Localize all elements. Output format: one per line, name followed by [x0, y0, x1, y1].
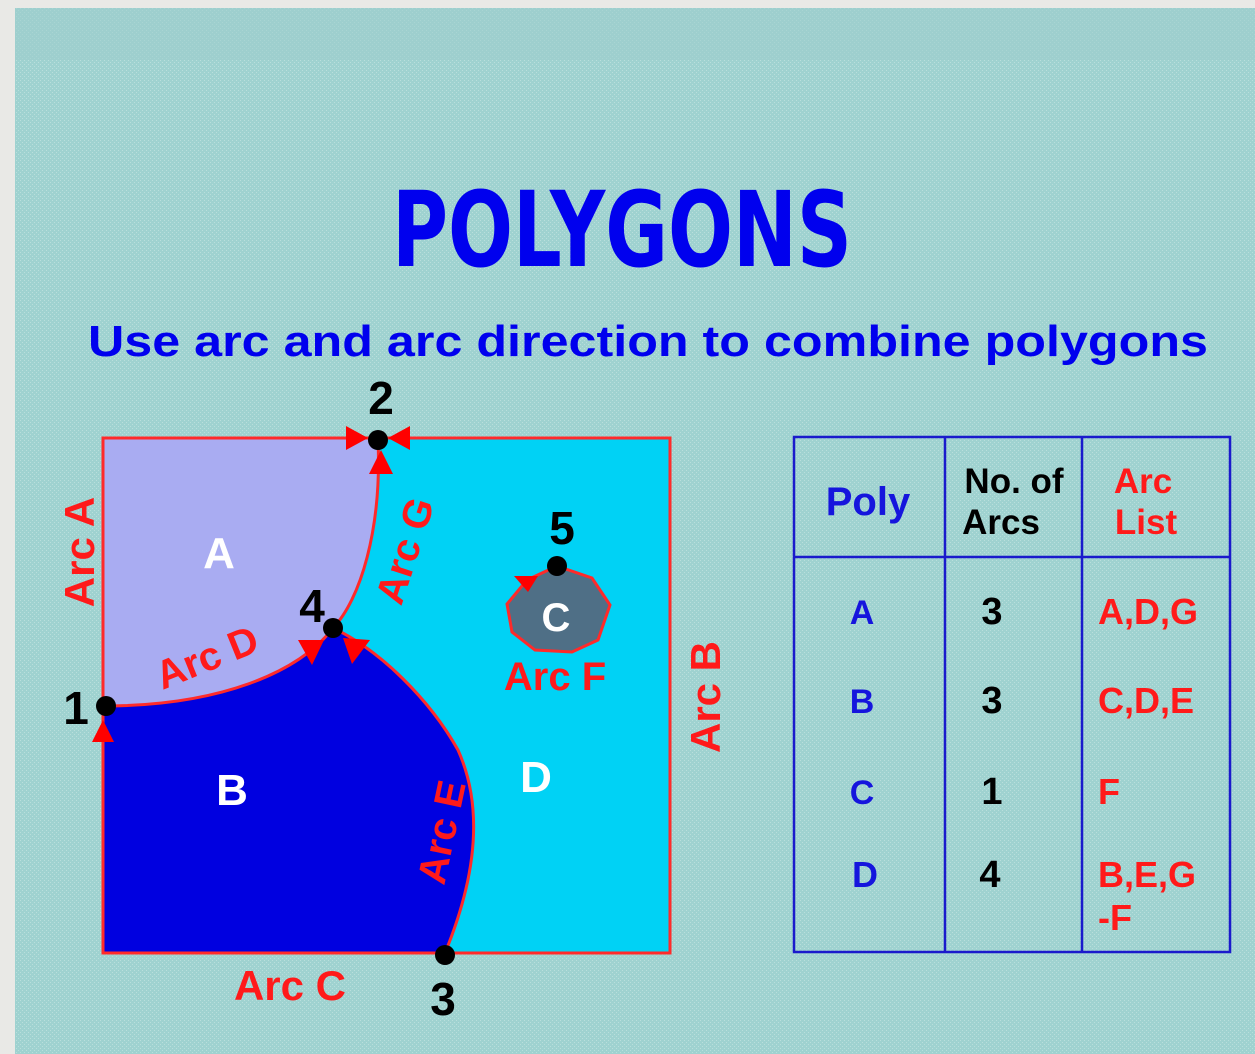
node-3-label: 3: [430, 973, 456, 1025]
table-cell-poly: D: [852, 854, 878, 895]
table-header-list-line1: Arc: [1114, 462, 1172, 501]
arrow-arc-g-bottom: [369, 450, 393, 474]
node-1-dot: [96, 696, 116, 716]
table-frame: [792, 435, 1232, 954]
table-cell-poly: A: [850, 594, 875, 632]
arc-list-table: Poly No. of Arcs Arc List A 3 A,D,G B 3 …: [792, 435, 1232, 954]
arrow-arc-g-left: [346, 426, 368, 450]
polygon-diagram: 1 2 3 4 5 A B C D Arc A Arc B Arc C Arc …: [56, 372, 729, 1025]
table-cell-poly: C: [850, 774, 875, 812]
table-row: D 4 B,E,G -F: [852, 854, 1196, 938]
polygon-c-area: [505, 564, 612, 654]
arc-b-label: Arc B: [682, 641, 729, 753]
arrow-arc-f: [514, 576, 538, 592]
table-cell-arc-list: C,D,E: [1098, 680, 1194, 721]
node-5-label: 5: [549, 502, 575, 554]
table-header-poly: Poly: [826, 480, 911, 524]
arrow-arc-e: [343, 638, 370, 664]
arc-c-label: Arc C: [234, 962, 346, 1009]
node-2-label: 2: [368, 372, 394, 424]
arc-a-label: Arc A: [56, 497, 103, 607]
page-subtitle: Use arc and arc direction to combine pol…: [88, 317, 1208, 366]
node-4-label: 4: [299, 580, 325, 632]
arc-f-label: Arc F: [504, 655, 606, 699]
node-3-dot: [435, 945, 455, 965]
polygon-a-label: A: [203, 529, 235, 578]
polygon-c-label: C: [542, 596, 571, 640]
polygon-d-label: D: [520, 753, 552, 802]
node-1-label: 1: [63, 682, 89, 734]
table-header-arcs-line1: No. of: [964, 462, 1063, 501]
arrow-arc-d: [298, 640, 324, 665]
table-cell-arc-list-continued: -F: [1098, 897, 1132, 938]
table-row: C 1 F: [850, 771, 1120, 813]
table-cell-arc-list: A,D,G: [1098, 591, 1198, 632]
node-5-dot: [547, 556, 567, 576]
polygon-b-area: [103, 628, 474, 953]
table-cell-arc-list: B,E,G: [1098, 854, 1196, 895]
polygon-a-area: [103, 438, 379, 706]
table-row: A 3 A,D,G: [850, 591, 1198, 633]
arrow-arc-g-right: [388, 426, 410, 450]
polygon-b-label: B: [216, 766, 248, 815]
table-cell-count: 3: [981, 680, 1002, 722]
page-title: POLYGONS: [392, 169, 852, 291]
table-cell-count: 4: [979, 854, 1000, 896]
table-cell-poly: B: [850, 683, 875, 721]
table-cell-arc-list: F: [1098, 771, 1120, 812]
table-cell-count: 3: [981, 591, 1002, 633]
slide-top-band: [15, 8, 1255, 60]
node-2-dot: [368, 430, 388, 450]
table-cell-count: 1: [981, 771, 1002, 813]
table-header-list-line2: List: [1115, 503, 1178, 542]
table-header-arcs-line2: Arcs: [962, 503, 1040, 542]
node-4-dot: [323, 618, 343, 638]
arc-e-line: [332, 626, 476, 954]
arrow-arc-a: [92, 720, 114, 742]
table-row: B 3 C,D,E: [850, 680, 1194, 722]
